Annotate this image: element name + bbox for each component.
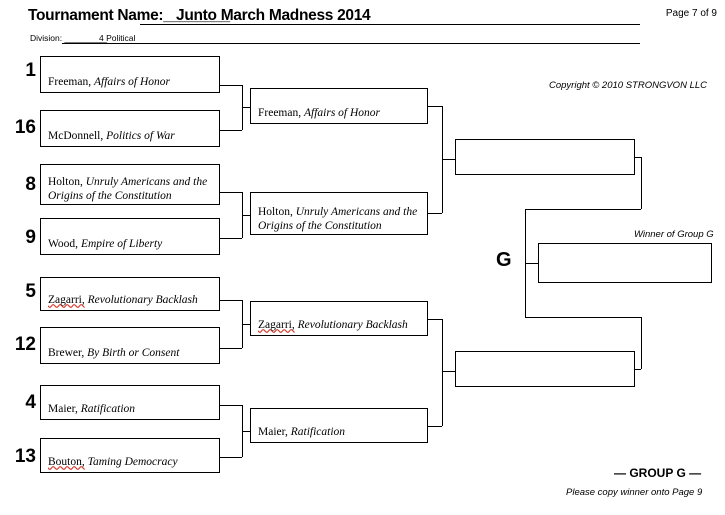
division-value[interactable]: 4 Political [99, 33, 136, 43]
seed-1: 1 [25, 60, 36, 81]
seed-12: 12 [14, 334, 36, 355]
connector-r1-4 [220, 238, 242, 239]
copyright-notice: Copyright © 2010 STRONGVON LLC [549, 80, 708, 91]
round1-entry-2-title: Politics of War [106, 129, 175, 142]
round2-entry-4-author: Maier, [258, 425, 288, 438]
round1-entry-8-text: Bouton, Taming Democracy [48, 456, 215, 470]
round1-entry-6-text: Brewer, By Birth or Consent [48, 347, 215, 361]
round2-entry-3-title: Revolutionary Backlash [297, 318, 408, 331]
connector-r3-lower-stub [641, 317, 642, 369]
round2-slot-1[interactable]: Freeman, Affairs of Honor [250, 88, 428, 124]
round1-entry-5-author: Zagarri, [48, 293, 85, 306]
seed-4: 4 [25, 392, 36, 413]
round1-entry-3-text: Holton, Unruly Americans and the Origins… [48, 176, 215, 203]
round1-slot-1[interactable]: Freeman, Affairs of Honor [40, 56, 220, 93]
round2-entry-2-title: Unruly Americans and the Origins of the … [258, 206, 418, 232]
round1-entry-1-title: Affairs of Honor [93, 75, 171, 88]
round1-slot-5[interactable]: Zagarri, Revolutionary Backlash [40, 277, 220, 311]
round1-entry-8-author: Bouton, [48, 455, 85, 468]
round3-slot-1[interactable] [455, 139, 635, 175]
seed-16: 16 [14, 117, 36, 138]
round1-entry-6-title: By Birth or Consent [87, 346, 180, 359]
connector-r2-join-lower [442, 319, 443, 426]
round2-entry-1-title: Affairs of Honor [303, 106, 381, 119]
round1-entry-1-author: Freeman, [48, 75, 92, 88]
round1-slot-3[interactable]: Holton, Unruly Americans and the Origins… [40, 164, 220, 205]
final-winner-slot[interactable] [538, 243, 712, 283]
tournament-name-value[interactable]: Junto March Madness 2014 [176, 7, 371, 24]
round2-entry-4-text: Maier, Ratification [258, 426, 423, 440]
round1-entry-7-text: Maier, Ratification [48, 403, 215, 417]
connector-r3-upper-stub [641, 157, 642, 209]
connector-r2-out-upper [442, 159, 456, 160]
round2-slot-2[interactable]: Holton, Unruly Americans and the Origins… [250, 192, 428, 235]
seed-13: 13 [14, 446, 36, 467]
connector-r3-upper-h [635, 157, 641, 158]
round2-entry-4-title: Ratification [290, 425, 346, 438]
connector-r2-2 [428, 213, 442, 214]
connector-r2-out-lower [442, 371, 456, 372]
seed-9: 9 [25, 227, 36, 248]
round2-entry-3-author: Zagarri, [258, 318, 295, 331]
connector-r1-2 [220, 130, 242, 131]
round2-entry-1-text: Freeman, Affairs of Honor [258, 107, 423, 121]
round2-entry-2-text: Holton, Unruly Americans and the Origins… [258, 206, 423, 233]
round1-entry-7-title: Ratification [80, 402, 136, 415]
round1-entry-2-text: McDonnell, Politics of War [48, 130, 215, 144]
connector-r1-6 [220, 348, 242, 349]
round1-entry-5-text: Zagarri, Revolutionary Backlash [48, 294, 215, 308]
round2-slot-3[interactable]: Zagarri, Revolutionary Backlash [250, 301, 428, 336]
round1-slot-8[interactable]: Bouton, Taming Democracy [40, 438, 220, 473]
connector-r3-lower-run [525, 317, 641, 318]
division-label: Division: _________ [30, 33, 108, 43]
connector-r1-3 [220, 192, 242, 193]
group-footer-label: — GROUP G — [614, 466, 702, 480]
connector-r1-7 [220, 405, 242, 406]
connector-r3-upper-run [525, 209, 641, 210]
round1-entry-2-author: McDonnell, [48, 129, 104, 142]
tournament-name-rule-right [345, 24, 640, 25]
winner-of-group-label: Winner of Group G [634, 229, 714, 240]
round1-entry-1-text: Freeman, Affairs of Honor [48, 76, 215, 90]
connector-r2-4 [428, 426, 442, 427]
round1-entry-7-author: Maier, [48, 402, 78, 415]
group-letter: G [496, 249, 512, 271]
round1-entry-3-title: Unruly Americans and the Origins of the … [48, 176, 208, 202]
round2-entry-1-author: Freeman, [258, 106, 302, 119]
round2-entry-2-author: Holton, [258, 206, 293, 218]
connector-r1-1 [220, 85, 242, 86]
round1-entry-8-title: Taming Democracy [87, 455, 178, 468]
round2-slot-4[interactable]: Maier, Ratification [250, 408, 428, 443]
connector-r1-8 [220, 457, 242, 458]
seed-5: 5 [25, 281, 36, 302]
page-number: Page 7 of 9 [665, 8, 717, 19]
connector-final-out [525, 263, 539, 264]
seed-8: 8 [25, 174, 36, 195]
division-rule [62, 43, 640, 44]
round1-slot-6[interactable]: Brewer, By Birth or Consent [40, 327, 220, 364]
connector-r2-3 [428, 319, 442, 320]
round2-entry-3-text: Zagarri, Revolutionary Backlash [258, 319, 423, 333]
round1-entry-4-title: Empire of Liberty [80, 237, 163, 250]
round1-entry-6-author: Brewer, [48, 346, 85, 359]
connector-r1-5 [220, 300, 242, 301]
connector-r3-lower-h [635, 369, 641, 370]
round1-slot-7[interactable]: Maier, Ratification [40, 385, 220, 420]
round1-slot-4[interactable]: Wood, Empire of Liberty [40, 218, 220, 255]
connector-r2-1 [428, 106, 442, 107]
round1-entry-4-text: Wood, Empire of Liberty [48, 238, 215, 252]
tournament-name-label: Tournament Name:________ [28, 7, 230, 24]
copy-winner-note: Please copy winner onto Page 9 [566, 487, 703, 498]
round1-entry-3-author: Holton, [48, 176, 83, 188]
round3-slot-2[interactable] [455, 351, 635, 387]
round1-entry-5-title: Revolutionary Backlash [87, 293, 198, 306]
round1-slot-2[interactable]: McDonnell, Politics of War [40, 110, 220, 147]
round1-entry-4-author: Wood, [48, 237, 79, 250]
